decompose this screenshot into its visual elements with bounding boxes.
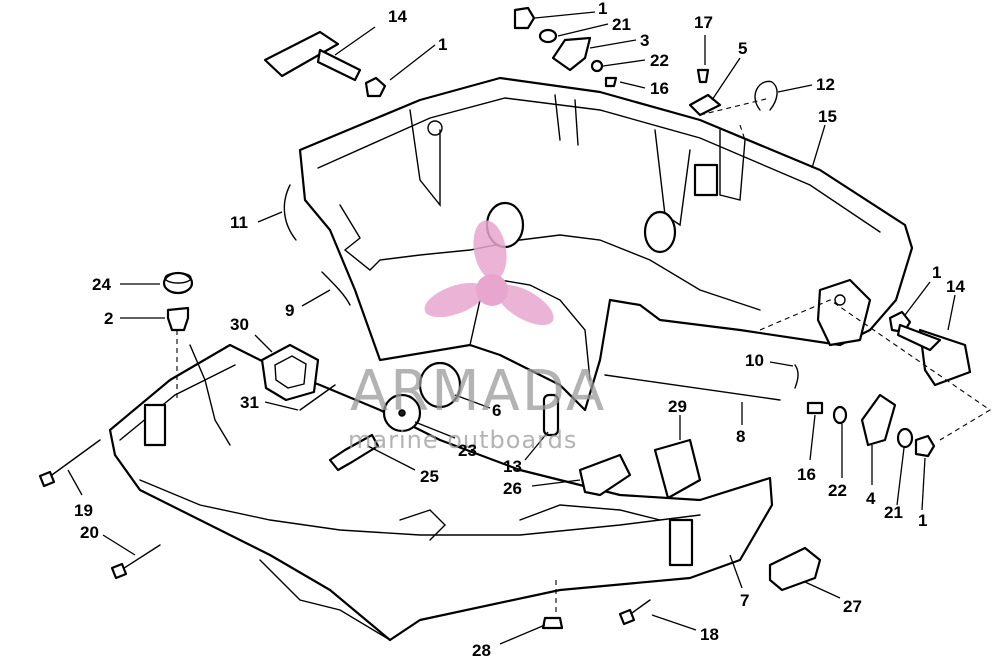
- callout-18: 14: [946, 277, 965, 296]
- callout-16: 30: [230, 315, 249, 334]
- callout-2: 1: [438, 35, 447, 54]
- callout-15: 2: [104, 309, 113, 328]
- callout-27: 26: [503, 479, 522, 498]
- callout-22: 23: [458, 441, 477, 460]
- callout-8: 17: [694, 13, 713, 32]
- callout-4: 21: [612, 15, 631, 34]
- callout-34: 20: [80, 523, 99, 542]
- callout-7: 16: [650, 79, 669, 98]
- leader-lines: [67, 11, 992, 645]
- callout-1: 14: [388, 7, 407, 26]
- callout-14: 24: [92, 275, 111, 294]
- callout-36: 27: [843, 597, 862, 616]
- callout-9: 5: [738, 39, 747, 58]
- callout-33: 19: [74, 501, 93, 520]
- callout-32: 1: [918, 511, 927, 530]
- callout-30: 4: [866, 489, 876, 508]
- callout-28: 16: [797, 465, 816, 484]
- callout-25: 25: [420, 467, 439, 486]
- callout-10: 12: [816, 75, 835, 94]
- callout-26: 13: [503, 457, 522, 476]
- callout-labels: 14 1 1 21 3 22 16 17 5 12 15 11 9 24 2 3…: [74, 0, 965, 660]
- callout-38: 28: [472, 641, 491, 660]
- callout-35: 7: [740, 591, 749, 610]
- callout-20: 31: [240, 393, 259, 412]
- watermark: ARMADA marine outboards: [348, 220, 606, 454]
- callout-5: 3: [640, 31, 649, 50]
- watermark-tagline: marine outboards: [348, 426, 577, 454]
- callout-23: 8: [736, 427, 745, 446]
- propeller-logo-icon: [424, 220, 554, 326]
- callout-6: 22: [650, 51, 669, 70]
- callout-19: 10: [745, 351, 764, 370]
- callout-31: 21: [884, 503, 903, 522]
- callout-29: 22: [828, 481, 847, 500]
- callout-12: 11: [230, 213, 248, 232]
- callout-17: 1: [932, 263, 941, 282]
- callout-37: 18: [700, 625, 719, 644]
- watermark-brand: ARMADA: [350, 359, 606, 424]
- callout-24: 29: [668, 397, 687, 416]
- callout-3: 1: [598, 0, 607, 18]
- small-parts: [38, 6, 972, 630]
- callout-13: 9: [285, 301, 294, 320]
- callout-11: 15: [818, 107, 837, 126]
- callout-21: 6: [492, 401, 501, 420]
